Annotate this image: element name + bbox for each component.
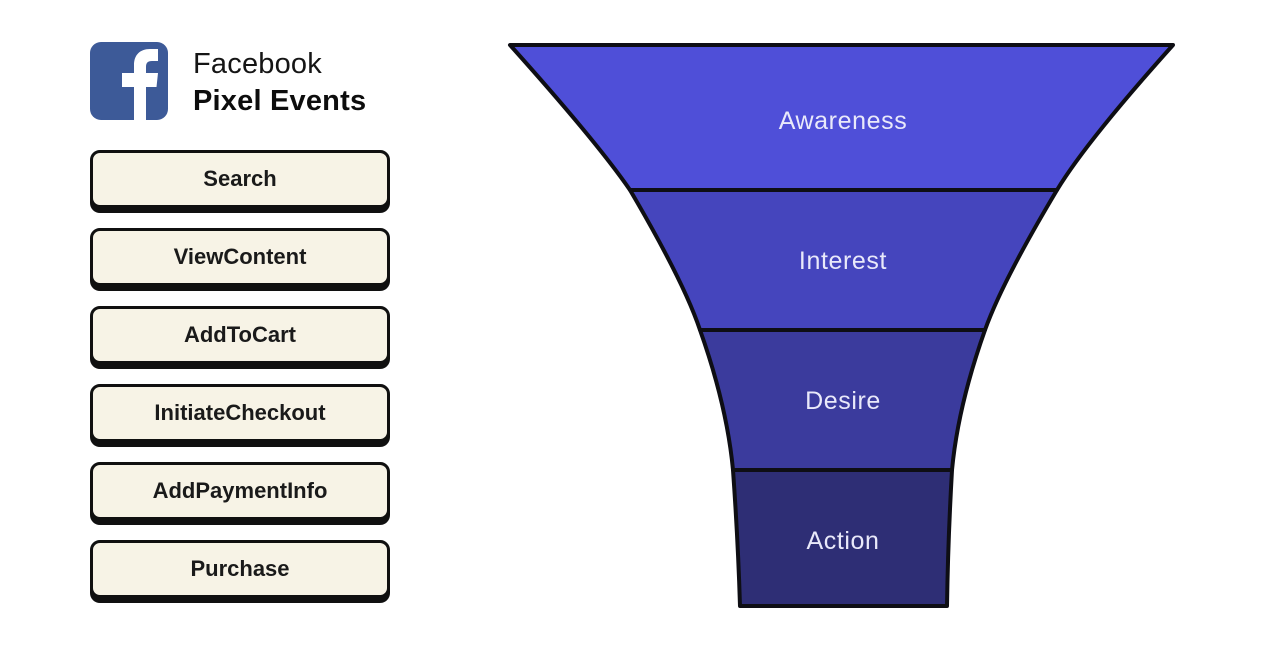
funnel-label-interest: Interest [799,247,887,275]
funnel-label-awareness: Awareness [779,107,908,135]
event-button-addpaymentinfo[interactable]: AddPaymentInfo [90,462,390,520]
event-button-purchase[interactable]: Purchase [90,540,390,598]
brand-title-line2: Pixel Events [193,85,367,117]
funnel-label-action: Action [806,527,879,555]
brand-title: Facebook Pixel Events [193,46,366,120]
facebook-f-glyph [122,49,158,120]
event-button-initiatecheckout[interactable]: InitiateCheckout [90,384,390,442]
event-button-viewcontent[interactable]: ViewContent [90,228,390,286]
brand-title-line1: Facebook [193,48,322,80]
event-button-search[interactable]: Search [90,150,390,208]
brand-header: Facebook Pixel Events [90,42,366,120]
funnel-label-desire: Desire [805,387,881,415]
event-button-addtocart[interactable]: AddToCart [90,306,390,364]
funnel-stage-action [731,468,954,608]
facebook-logo-icon [90,42,168,120]
